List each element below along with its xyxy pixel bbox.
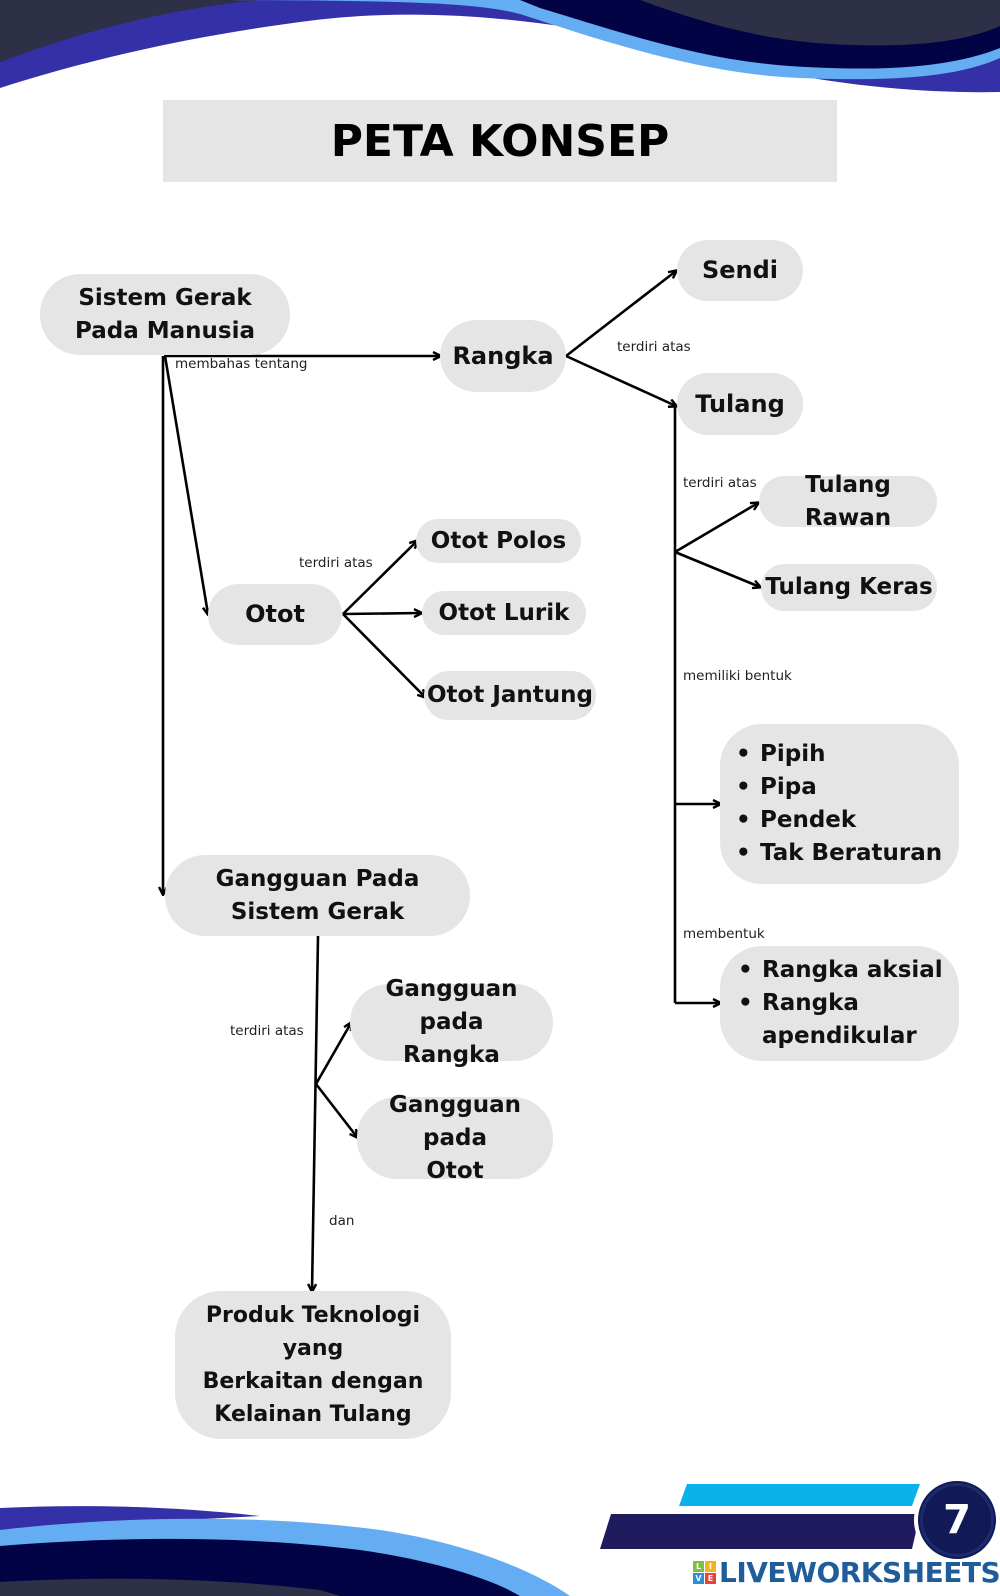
top-wave-dark-right: [285, 0, 1000, 46]
page-number-badge: 7: [914, 1477, 1000, 1563]
list-item-label: Rangka aksial: [762, 957, 943, 983]
list-item-label: Tak Beraturan: [760, 840, 943, 866]
liveworksheets-wordmark: LIVEWORKSHEETS: [719, 1556, 1000, 1589]
top-wave-decoration: [0, 0, 1000, 93]
node-sendi-label: Sendi: [701, 256, 779, 284]
logo-tile-e: E: [705, 1573, 716, 1584]
node-produk-teknologi: Produk Teknologi yang Berkaitan dengan K…: [175, 1291, 451, 1439]
node-produk-line-3: Kelainan Tulang: [214, 1402, 412, 1427]
node-gangguan-line-1: Gangguan Pada: [215, 865, 420, 892]
node-otot-lurik-label: Otot Lurik: [438, 599, 570, 626]
node-gangguan-rangka-line-1: Gangguan pada: [385, 976, 518, 1035]
top-wave-dark-topleft: [0, 0, 170, 22]
logo-tile-i: I: [705, 1561, 716, 1572]
node-sistem-gerak-line-1: Sistem Gerak: [78, 284, 252, 311]
node-produk-line-1: Produk Teknologi yang: [205, 1303, 421, 1361]
node-sistem-gerak-line-2: Pada Manusia: [74, 317, 255, 344]
node-otot-label: Otot: [245, 600, 305, 628]
edge-label-membentuk: membentuk: [683, 926, 765, 942]
list-item-label: Pipih: [760, 741, 826, 767]
liveworksheets-brand: L I V E LIVEWORKSHEETS: [693, 1556, 1000, 1589]
node-rangka-label: Rangka: [452, 341, 554, 370]
edge-tulang-keras: [674, 550, 760, 587]
list-item: • Rangka aksial: [738, 954, 943, 987]
edge-rangka-tulang: [565, 354, 676, 406]
page-number: 7: [943, 1497, 971, 1543]
bullet-icon: •: [736, 741, 751, 767]
list-item: • Tak Beraturan: [736, 837, 943, 870]
list-item-label: apendikular: [762, 1023, 917, 1049]
node-tulang-keras: Tulang Keras: [761, 564, 937, 611]
node-produk-line-2: Berkaitan dengan: [202, 1369, 424, 1394]
node-tulang-keras-label: Tulang Keras: [765, 574, 933, 600]
bottom-bar-cyan: [679, 1484, 920, 1506]
node-jenis-rangka-list: • Rangka aksial • Rangka apendikular: [720, 946, 959, 1061]
list-item: • Pendek: [736, 804, 942, 837]
node-otot-jantung: Otot Jantung: [424, 671, 596, 720]
list-item: • Rangka: [738, 987, 943, 1020]
list-item-label: Rangka: [762, 990, 859, 1016]
node-gangguan-otot: Gangguan pada Otot: [357, 1092, 553, 1184]
node-tulang-rawan-label: Tulang Rawan: [804, 471, 892, 531]
node-sistem-gerak: Sistem Gerak Pada Manusia: [40, 274, 290, 355]
edge-tulang-rawan: [674, 503, 758, 554]
node-gangguan-line-2: Sistem Gerak: [230, 898, 405, 925]
node-gangguan-rangka-line-2: Rangka: [403, 1042, 500, 1068]
node-gangguan-otot-line-1: Gangguan pada: [389, 1091, 521, 1151]
edge-label-otot-terdiri-atas: terdiri atas: [299, 555, 373, 571]
list-item: • Pipih: [736, 738, 942, 771]
bottom-bar-navy: [600, 1514, 920, 1549]
bullet-icon: •: [738, 957, 753, 983]
list-item-label: Pipa: [760, 774, 817, 800]
node-otot-lurik: Otot Lurik: [422, 591, 586, 635]
page-number-ring: 7: [920, 1483, 994, 1557]
node-gangguan-otot-line-2: Otot: [426, 1157, 484, 1184]
edge-label-membahas-tentang: membahas tentang: [175, 356, 308, 372]
bullet-icon: •: [738, 990, 753, 1016]
edge-label-tulang-terdiri-atas: terdiri atas: [683, 475, 757, 491]
node-otot-jantung-label: Otot Jantung: [426, 682, 593, 708]
edge-label-gangguan-terdiri-atas: terdiri atas: [230, 1023, 304, 1039]
liveworksheets-logo-icon: L I V E: [693, 1561, 716, 1584]
edge-rangka-sendi: [565, 271, 676, 358]
node-bentuk-tulang-list: • Pipih • Pipa • Pendek • Tak Beraturan: [720, 724, 959, 884]
list-item-label: Pendek: [760, 807, 857, 833]
node-gangguan-sistem-gerak: Gangguan Pada Sistem Gerak: [165, 855, 470, 936]
edge-otot-polos: [342, 541, 417, 615]
edge-gangguan-trunk: [312, 935, 320, 1291]
logo-tile-v: V: [693, 1573, 704, 1584]
node-rangka: Rangka: [440, 320, 566, 392]
list-item-continuation: apendikular: [762, 1020, 943, 1053]
title-banner: PETA KONSEP: [163, 100, 837, 182]
page-title: PETA KONSEP: [330, 115, 670, 167]
edge-gangguan-otot: [314, 1083, 357, 1137]
node-tulang-label: Tulang: [695, 389, 785, 418]
edge-gangguan-rangka: [314, 1023, 351, 1085]
top-wave-dark-band: [0, 0, 260, 62]
node-otot-polos-label: Otot Polos: [430, 527, 567, 554]
edge-otot-lurik: [342, 613, 421, 614]
bullet-icon: •: [736, 840, 751, 866]
bottom-wave-decoration: [0, 1506, 570, 1596]
edge-root-otot: [163, 355, 208, 614]
node-gangguan-rangka: Gangguan pada Rangka: [350, 976, 553, 1068]
edge-label-rangka-terdiri-atas: terdiri atas: [617, 339, 691, 355]
connectors: [163, 271, 760, 1291]
bullet-icon: •: [736, 774, 751, 800]
edge-label-memiliki-bentuk: memiliki bentuk: [683, 668, 792, 684]
logo-tile-l: L: [693, 1561, 704, 1572]
bullet-icon: •: [736, 807, 751, 833]
edge-otot-jantung: [342, 613, 425, 697]
bottom-wave-dark: [0, 1578, 340, 1596]
node-tulang-rawan: Tulang Rawan: [759, 472, 937, 531]
list-item: • Pipa: [736, 771, 942, 804]
node-sendi: Sendi: [677, 240, 803, 301]
edge-label-dan: dan: [329, 1213, 355, 1229]
node-otot: Otot: [208, 584, 342, 645]
node-tulang: Tulang: [677, 373, 803, 435]
node-otot-polos: Otot Polos: [416, 519, 581, 563]
